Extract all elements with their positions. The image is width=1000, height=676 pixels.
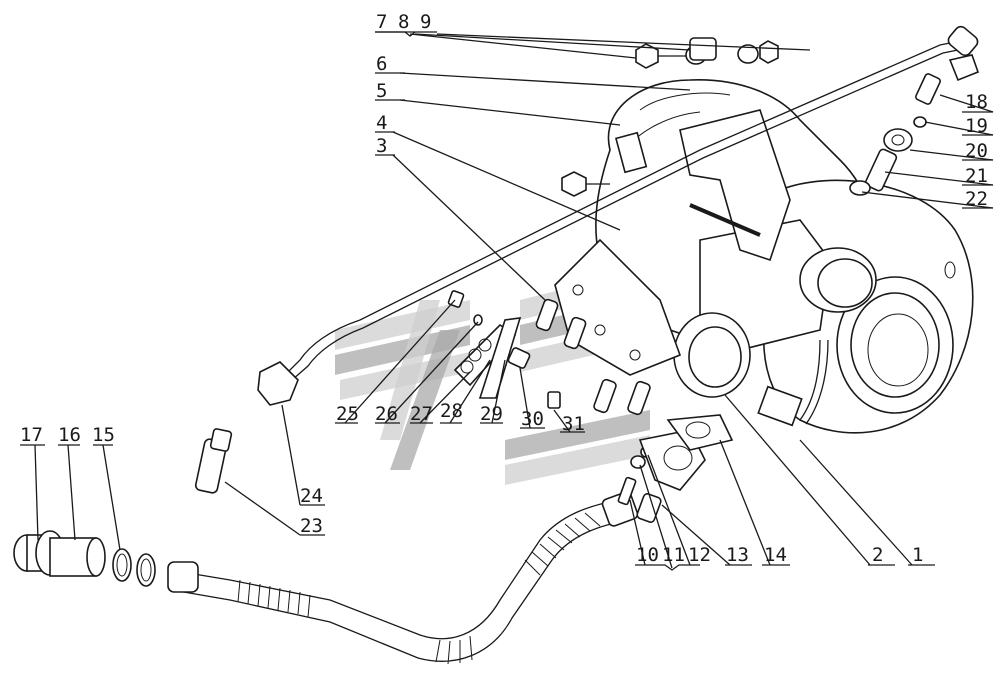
callout-31: 31 <box>562 413 585 435</box>
callout-13: 13 <box>726 544 749 566</box>
callout-8: 8 <box>398 11 409 33</box>
turbocharger-body <box>554 79 974 434</box>
callout-12: 12 <box>688 544 711 566</box>
callout-16: 16 <box>58 424 81 446</box>
callout-27: 27 <box>410 403 433 425</box>
callout-19: 19 <box>965 115 988 137</box>
fitting-parts-right <box>849 73 941 196</box>
leader-lines <box>20 31 994 571</box>
callout-24: 24 <box>300 485 323 507</box>
part-23-fitting <box>194 428 233 494</box>
oil-feed-line <box>257 25 980 406</box>
callout-9: 9 <box>420 11 431 33</box>
callout-15: 15 <box>92 424 115 446</box>
callout-5: 5 <box>376 80 387 102</box>
callout-23: 23 <box>300 515 323 537</box>
callout-7: 7 <box>376 11 387 33</box>
sleeve-and-orings <box>13 530 156 587</box>
callout-28: 28 <box>440 400 463 422</box>
callout-25: 25 <box>336 403 359 425</box>
callout-26: 26 <box>375 403 398 425</box>
top-fasteners <box>635 37 779 69</box>
callout-21: 21 <box>965 165 988 187</box>
callout-20: 20 <box>965 140 988 162</box>
small-parts-center <box>447 290 651 416</box>
callout-labels: 7 8 9 6 5 4 3 18 19 20 21 22 17 16 15 25… <box>20 11 988 566</box>
callout-3: 3 <box>376 135 387 157</box>
callout-2: 2 <box>872 544 883 566</box>
callout-18: 18 <box>965 91 988 113</box>
callout-6: 6 <box>376 53 387 75</box>
callout-1: 1 <box>912 544 923 566</box>
callout-30: 30 <box>521 408 544 430</box>
callout-14: 14 <box>764 544 787 566</box>
callout-10: 10 <box>636 544 659 566</box>
callout-11: 11 <box>662 544 685 566</box>
callout-17: 17 <box>20 424 43 446</box>
callout-29: 29 <box>480 403 503 425</box>
oil-return-hose <box>167 491 639 665</box>
callout-22: 22 <box>965 188 988 210</box>
callout-4: 4 <box>376 112 387 134</box>
